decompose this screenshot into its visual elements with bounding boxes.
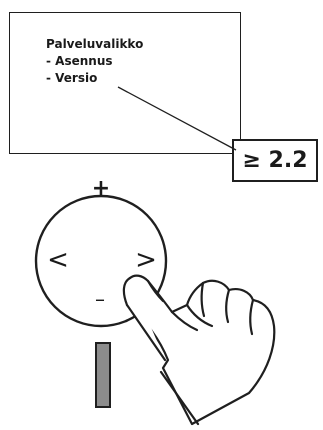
leader-line <box>117 86 237 151</box>
minus-symbol: – <box>95 287 105 311</box>
service-menu-text: Palveluvalikko - Asennus - Versio <box>46 36 143 87</box>
pointing-hand-icon <box>122 274 276 426</box>
right-arrow-symbol: > <box>135 245 157 275</box>
plus-symbol: + <box>92 176 110 201</box>
version-callout-box: ≥ 2.2 <box>232 139 318 182</box>
menu-item-versio: - Versio <box>46 71 98 85</box>
display-screen <box>9 12 241 154</box>
service-menu-title: Palveluvalikko <box>46 37 144 51</box>
left-arrow-symbol: < <box>47 245 69 275</box>
vertical-bar-icon <box>95 342 111 408</box>
menu-item-asennus: - Asennus <box>46 54 113 68</box>
version-callout-text: ≥ 2.2 <box>242 147 308 173</box>
